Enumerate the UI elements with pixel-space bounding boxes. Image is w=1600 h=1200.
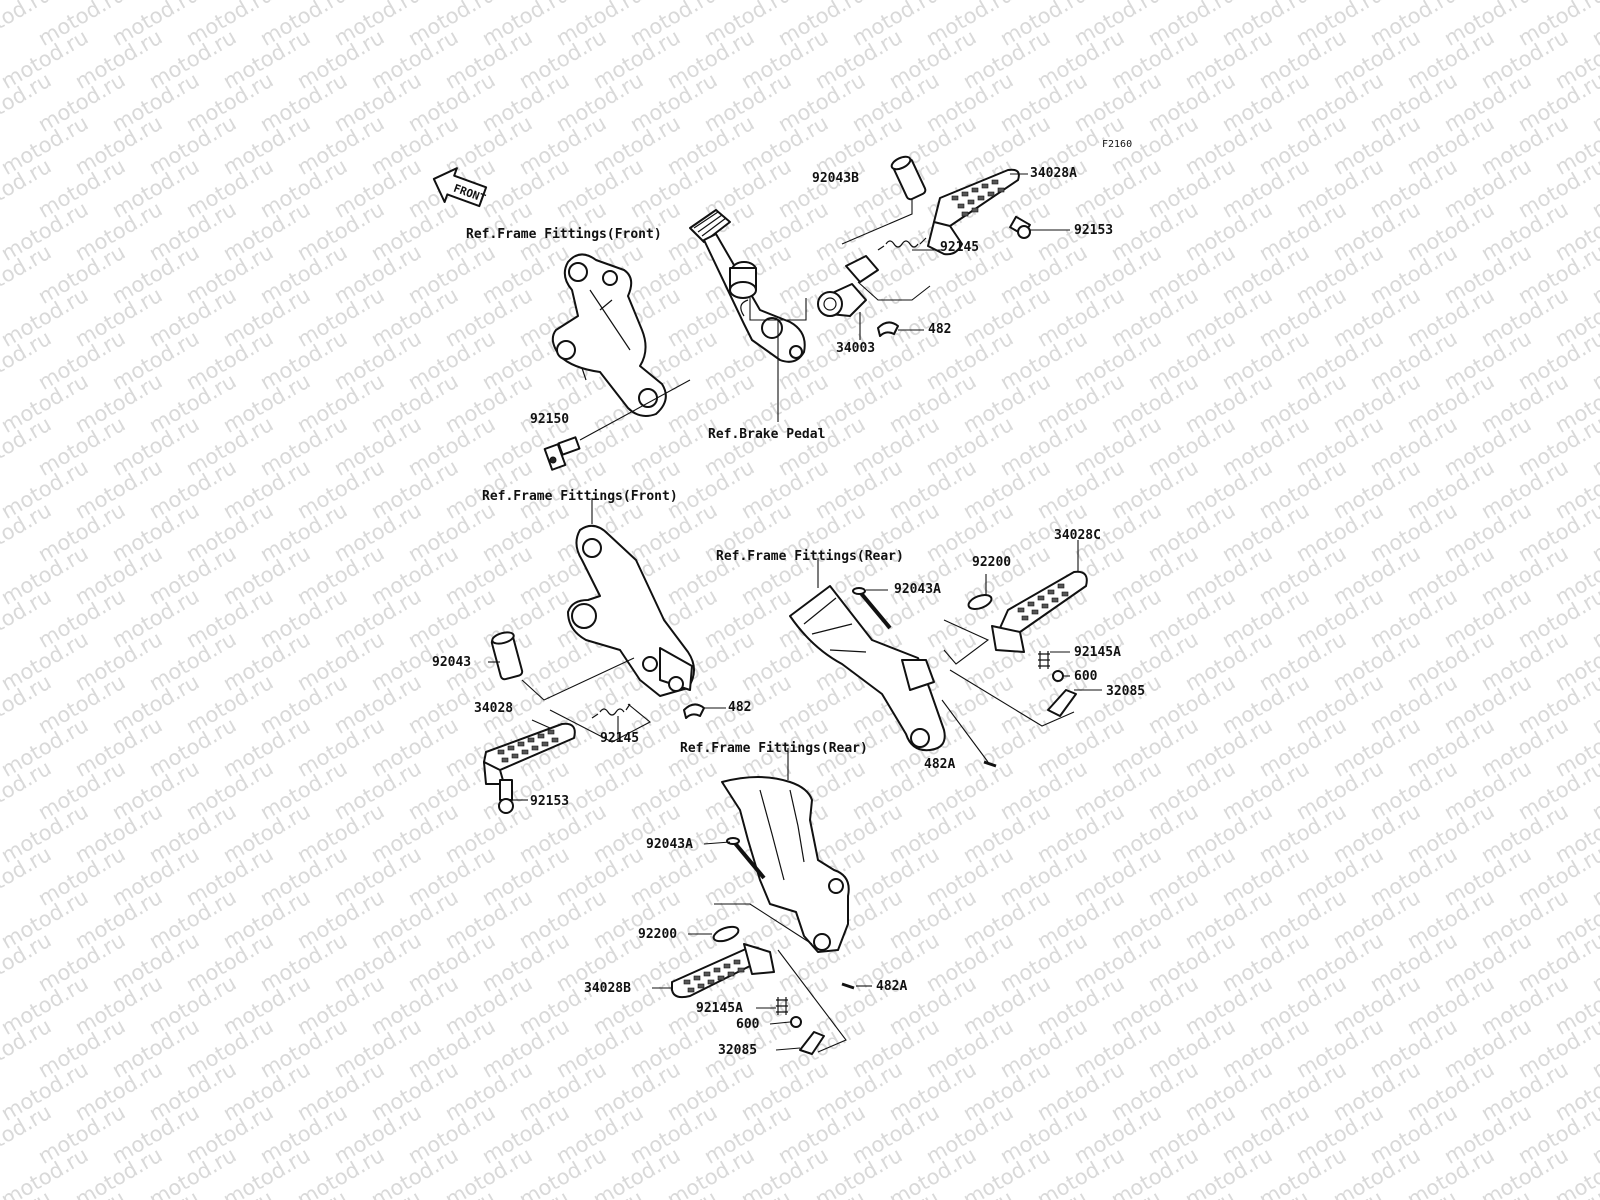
label-482A-bottom: 482A	[876, 979, 908, 994]
frame-bracket-front-top	[551, 253, 667, 417]
washer-92200-bottom	[712, 925, 740, 943]
pin-92043	[490, 631, 524, 681]
bolt-92153-mid	[498, 779, 514, 814]
label-34028C: 34028C	[1054, 528, 1101, 543]
leader-482A-right-axis	[941, 699, 989, 763]
leader-92043A-bottom	[703, 841, 731, 845]
pin-92043B	[890, 155, 927, 201]
leader-92200-bottom-axis	[714, 903, 813, 945]
bolt-92150	[543, 436, 581, 471]
leader-92043-axis	[521, 657, 635, 701]
label-92153-mid: 92153	[530, 794, 570, 809]
leader-32085-right-axis	[949, 669, 1075, 727]
leader-92043B-axis	[841, 198, 913, 245]
frame-bracket-rear-right	[789, 585, 946, 752]
clip-482-mid	[683, 703, 705, 719]
label-600-bottom: 600	[736, 1017, 760, 1032]
clip-482A-bottom	[841, 982, 855, 990]
washer-92200-right	[967, 594, 993, 610]
label-92200-right: 92200	[972, 555, 1012, 570]
frame-bracket-rear-bottom	[721, 776, 850, 953]
brake-pedal	[689, 209, 806, 363]
label-92145-top: 92145	[940, 240, 980, 255]
leader-600-bottom	[769, 1021, 791, 1025]
bolt-92153-top	[1009, 215, 1031, 239]
pin-92043A-right	[852, 587, 892, 630]
spring-92145A-right	[1038, 651, 1050, 669]
label-92150: 92150	[530, 412, 570, 427]
label-92043B: 92043B	[812, 171, 859, 186]
label-482A-right: 482A	[924, 757, 956, 772]
ref-frame-front-top: Ref.Frame Fittings(Front)	[466, 227, 662, 242]
ref-frame-rear-bottom: Ref.Frame Fittings(Rear)	[680, 741, 868, 756]
ball-600-right	[1052, 670, 1064, 682]
label-34028A: 34028A	[1030, 166, 1077, 181]
leader-32085-bottom-axis	[777, 949, 847, 1053]
label-482-mid: 482	[728, 700, 752, 715]
clip-482A-right	[983, 760, 997, 768]
label-92043: 92043	[432, 655, 472, 670]
ball-600-bottom	[790, 1016, 802, 1028]
leader-92145-top-a	[857, 281, 931, 301]
ref-brake-pedal: Ref.Brake Pedal	[708, 427, 826, 442]
label-32085-bottom: 32085	[718, 1043, 758, 1058]
label-92043A-right: 92043A	[894, 582, 941, 597]
frame-bracket-front-mid	[567, 524, 695, 697]
label-92145A-bottom: 92145A	[696, 1001, 743, 1016]
diagram-id: F2160	[1102, 139, 1133, 150]
ref-frame-rear-right: Ref.Frame Fittings(Rear)	[716, 549, 904, 564]
pin-92043A-bottom	[726, 837, 766, 880]
footpeg-34028	[483, 722, 576, 785]
detent-32085-right	[1047, 689, 1077, 717]
leader-92145-mid-a	[549, 703, 651, 743]
footpeg-34028B	[671, 943, 775, 999]
label-600-right: 600	[1074, 669, 1098, 684]
label-92200-bottom: 92200	[638, 927, 678, 942]
spring-92145-mid	[591, 703, 631, 719]
label-34028: 34028	[474, 701, 514, 716]
label-482-top: 482	[928, 322, 952, 337]
spring-92145-top	[877, 237, 927, 251]
detent-32085-bottom	[799, 1031, 825, 1055]
bracket-34003	[817, 255, 879, 317]
label-92043A-bottom: 92043A	[646, 837, 693, 852]
clip-482-top	[877, 321, 899, 337]
leader-92150-axis	[579, 379, 691, 441]
leader-34028	[531, 719, 551, 729]
front-arrow-shape	[432, 167, 488, 208]
label-92153-top: 92153	[1074, 223, 1114, 238]
label-34003: 34003	[836, 341, 876, 356]
footpeg-34028A	[927, 168, 1020, 256]
front-direction-arrow: FRONT	[432, 167, 488, 208]
footpeg-34028C	[991, 570, 1088, 653]
label-92145-mid: 92145	[600, 731, 640, 746]
leader-92200-right-axis	[943, 619, 990, 665]
brake-pedal-bushing	[729, 261, 757, 299]
label-34028B: 34028B	[584, 981, 631, 996]
label-92145A-right: 92145A	[1074, 645, 1121, 660]
label-32085-right: 32085	[1106, 684, 1146, 699]
spring-92145A-bottom	[776, 997, 788, 1015]
ref-frame-front-mid: Ref.Frame Fittings(Front)	[482, 489, 678, 504]
leader-32085-bottom	[775, 1047, 801, 1051]
